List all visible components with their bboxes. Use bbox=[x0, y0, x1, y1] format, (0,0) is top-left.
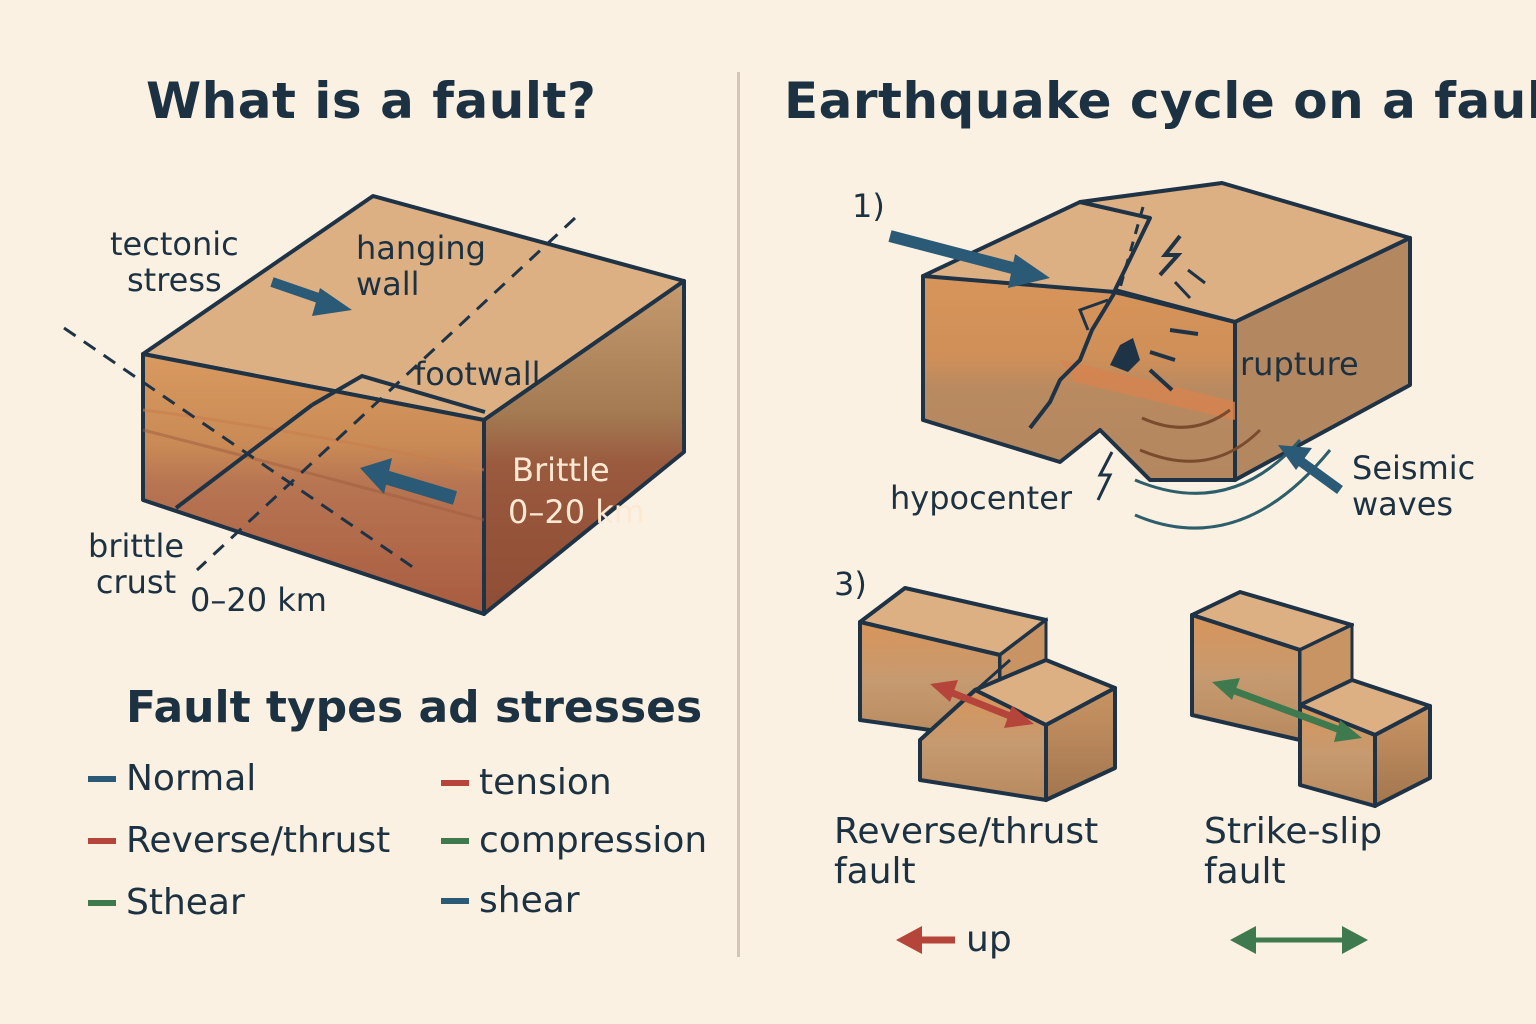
legend-sthear-swatch bbox=[88, 899, 116, 906]
rupture-label: rupture bbox=[1240, 345, 1359, 383]
step-3-label: 3) bbox=[834, 565, 867, 603]
legend-shear-swatch bbox=[441, 897, 469, 904]
text-line: crust bbox=[95, 563, 177, 601]
right-panel-title: Earthquake cycle on a fault bbox=[784, 72, 1536, 130]
legend-reverse-swatch bbox=[88, 837, 116, 844]
legend-tension-swatch bbox=[441, 779, 469, 786]
front-stress-arrow bbox=[360, 458, 392, 494]
text-line: hanging bbox=[356, 229, 486, 267]
eq-stress-arrow bbox=[1008, 254, 1050, 288]
text-line: waves bbox=[1352, 485, 1454, 523]
legend-tension: tension bbox=[441, 762, 612, 803]
lightning-icon-hypocenter bbox=[1096, 451, 1114, 501]
strike-slip-arrow-icon-right bbox=[1342, 926, 1368, 954]
text-line: Seismic bbox=[1352, 449, 1476, 487]
legend-normal: Normal bbox=[88, 758, 256, 799]
block-side-face bbox=[482, 279, 686, 616]
eq-block-side bbox=[1233, 236, 1412, 482]
text-line: Reverse/thrust bbox=[834, 811, 1099, 852]
eq-fault-crack bbox=[1028, 290, 1117, 430]
up-label: up bbox=[966, 919, 1012, 960]
fault-plane-line bbox=[174, 403, 314, 510]
seismic-wave-1 bbox=[1141, 408, 1231, 429]
reverse-block-side-right bbox=[1044, 686, 1117, 802]
panel-divider bbox=[737, 72, 740, 957]
step-1-label: 1) bbox=[852, 187, 885, 225]
legend-shear: shear bbox=[441, 880, 580, 921]
text-line: fault bbox=[1204, 851, 1286, 892]
tectonic-stress-arrow bbox=[312, 288, 352, 316]
strike-slip-arrow-icon-left bbox=[1230, 926, 1256, 954]
brittle-label: Brittle bbox=[512, 451, 610, 489]
legend-compression-swatch bbox=[441, 837, 469, 844]
fault-trace-top bbox=[310, 373, 486, 414]
up-arrow-icon bbox=[896, 926, 922, 954]
legend-reverse: Reverse/thrust bbox=[88, 820, 390, 861]
footwall-label: footwall bbox=[414, 355, 541, 393]
seismic-wave-4 bbox=[1134, 449, 1332, 530]
hypocenter-label: hypocenter bbox=[890, 479, 1073, 517]
legend-sthear: Sthear bbox=[88, 882, 245, 923]
brittle-depth-label: 0–20 km bbox=[508, 493, 645, 531]
text-line: brittle bbox=[88, 527, 185, 565]
seismic-arrow bbox=[1278, 445, 1312, 470]
strike-double-arrow bbox=[1334, 720, 1362, 742]
left-panel-title: What is a fault? bbox=[146, 72, 597, 130]
legend-title: Fault types ad stresses bbox=[126, 682, 703, 733]
text-line: wall bbox=[356, 265, 420, 303]
text-line: Strike-slip bbox=[1204, 811, 1383, 852]
crust-depth-label: 0–20 km bbox=[190, 581, 327, 619]
seismic-wave-3 bbox=[1134, 439, 1302, 495]
lightning-icon-top bbox=[1158, 234, 1183, 277]
legend-normal-swatch bbox=[88, 775, 116, 782]
strike-block-side-right bbox=[1373, 704, 1432, 808]
seismic-wave-2 bbox=[1139, 428, 1262, 463]
text-line: stress bbox=[127, 261, 222, 299]
hypocenter-burst bbox=[1110, 338, 1140, 372]
reverse-double-arrow bbox=[1004, 706, 1034, 728]
legend-compression: compression bbox=[441, 820, 707, 861]
text-line: fault bbox=[834, 851, 916, 892]
text-line: tectonic bbox=[110, 225, 239, 263]
